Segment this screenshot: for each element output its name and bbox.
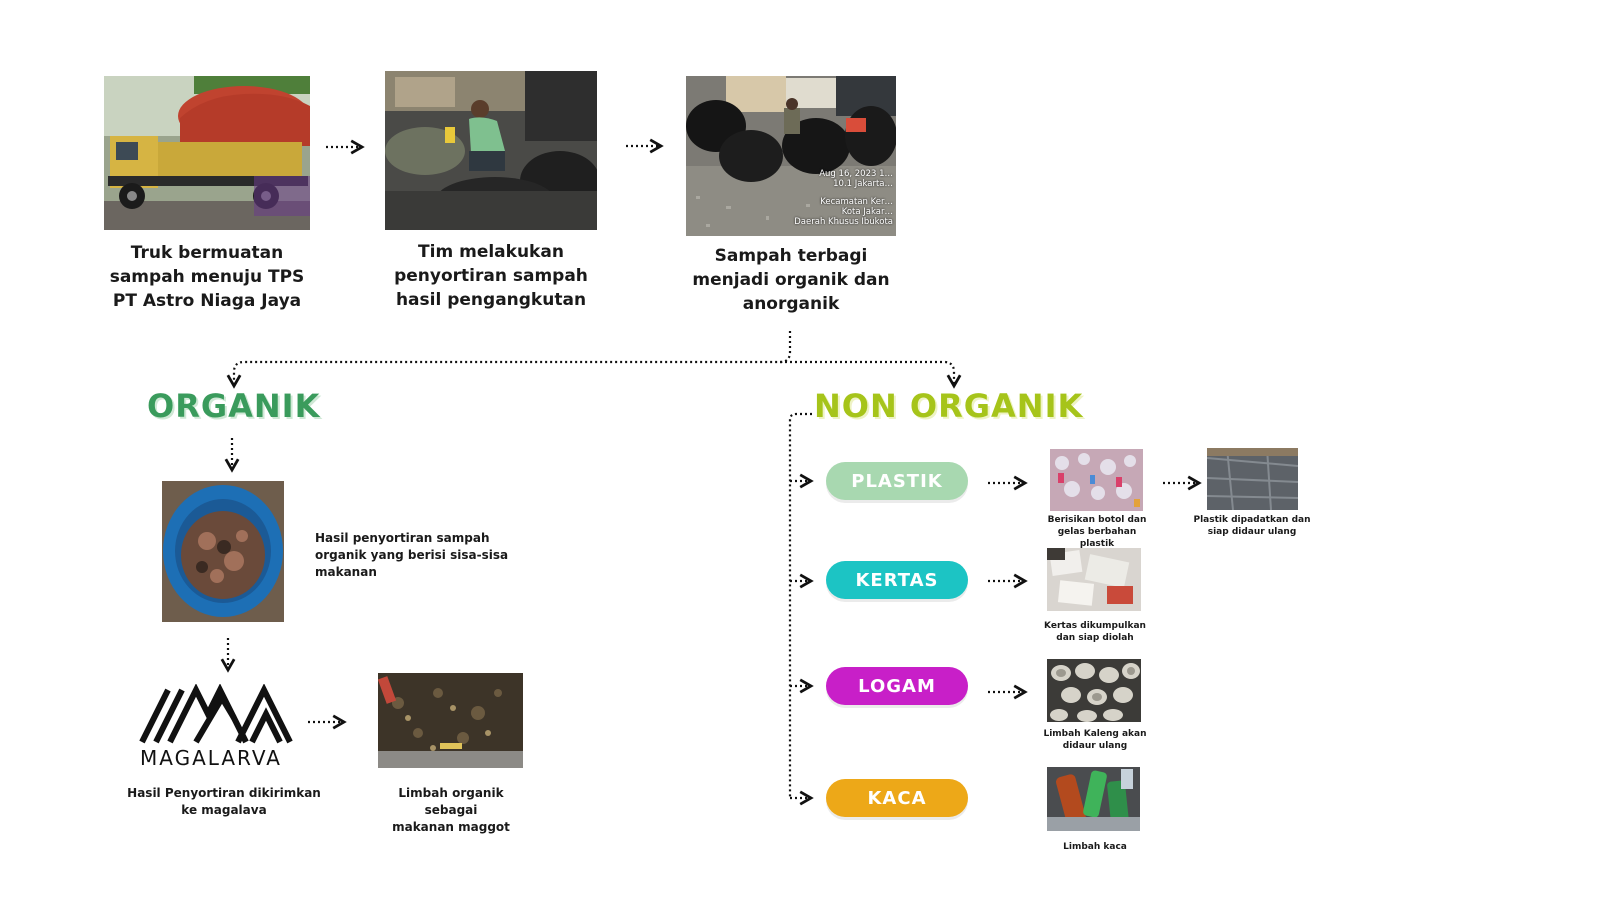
metal-cans-caption: Limbah Kaleng akan didaur ulang [1043,729,1147,751]
photo-stamp-date: Aug 16, 2023 1… [819,169,893,179]
worker-sorting-photo [385,71,597,230]
sorted-bags-photo: Aug 16, 2023 1… 10.1 Jakarta… Kecamatan … [686,76,896,236]
glass-waste-photo [1047,767,1140,831]
step-2-caption: Tim melakukan penyortiran sampah hasil p… [394,242,588,310]
split-connector [226,331,792,389]
bucket-caption: Hasil penyortiran sampah organik yang be… [315,531,509,579]
food-waste-bucket-photo [162,481,284,622]
category-pill-kaca: KACA [826,779,968,817]
photo-timestamp: Aug 16, 2023 1… 10.1 Jakarta… Kecamatan … [794,169,893,227]
photo-stamp-region: Daerah Khusus Ibukota [794,217,893,227]
magalarva-logo: MAGALARVA [138,683,304,772]
photo-stamp-location: 10.1 Jakarta… [833,179,893,189]
compressed-plastic-photo [1207,448,1298,510]
metal-cans-photo [1047,659,1141,722]
magalarva-caption: Hasil Penyortiran dikirimkan ke magalava [127,786,321,817]
photo-stamp-district: Kecamatan Ker… [820,197,893,207]
magalarva-logo-mark [139,683,293,744]
category-pill-plastik: PLASTIK [826,462,968,500]
non-organik-heading: NON ORGANIK [814,387,1084,425]
split-connector-right [780,360,962,389]
glass-waste-caption: Limbah kaca [1063,842,1127,852]
step-3-caption: Sampah terbagi menjadi organik dan anorg… [692,246,890,314]
organik-heading: ORGANIK [147,387,321,425]
maggot-caption: Limbah organik sebagai makanan maggot [392,786,510,834]
paper-waste-photo [1047,548,1141,611]
category-pill-logam: LOGAM [826,667,968,705]
magalarva-logo-text: MAGALARVA [140,746,282,770]
step-1-caption: Truk bermuatan sampah menuju TPS PT Astr… [109,243,305,311]
photo-stamp-city: Kota Jakar… [841,207,893,217]
maggot-feed-photo [378,673,523,768]
plastic-bottles-photo [1050,449,1143,511]
plastic-bottles-caption: Berisikan botol dan gelas berbahan plast… [1047,515,1147,549]
non-organik-spine [788,412,812,798]
paper-waste-caption: Kertas dikumpulkan dan siap diolah [1044,621,1146,643]
compressed-plastic-caption: Plastik dipadatkan dan siap didaur ulang [1193,515,1311,537]
garbage-truck-photo [104,76,310,230]
category-pill-kertas: KERTAS [826,561,968,599]
